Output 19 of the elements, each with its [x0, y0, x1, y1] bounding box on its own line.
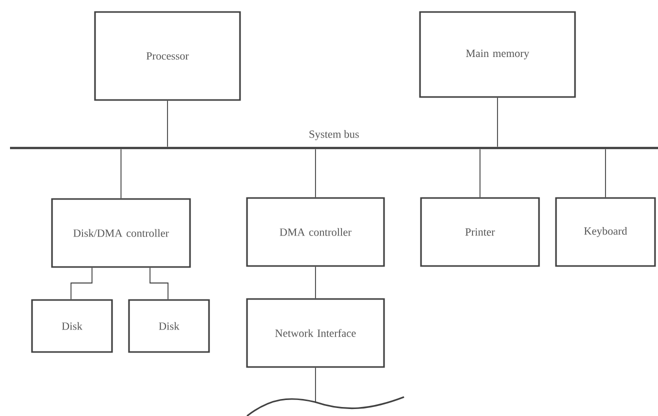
processor-box: Processor — [94, 11, 241, 101]
node-label: System bus — [310, 130, 359, 140]
connector-line — [315, 367, 316, 404]
controller-box: DMA controller — [246, 197, 385, 267]
connector-line — [605, 148, 606, 198]
controller-box: Disk/DMA controller — [51, 198, 191, 268]
interface-box: Network Interface — [246, 298, 385, 368]
connector-line — [70, 267, 92, 300]
keyboard-box: Keyboard — [555, 197, 656, 267]
memory-box: Main memory — [419, 11, 576, 98]
connector-line — [167, 100, 168, 148]
connector-line — [150, 267, 168, 300]
connector-line — [315, 148, 316, 198]
network-cable — [246, 396, 404, 416]
system-bus: System bus — [10, 130, 658, 150]
connector-line — [497, 97, 498, 148]
printer-box: Printer — [420, 197, 540, 267]
connector-line — [120, 148, 122, 199]
connector-line — [315, 266, 316, 299]
